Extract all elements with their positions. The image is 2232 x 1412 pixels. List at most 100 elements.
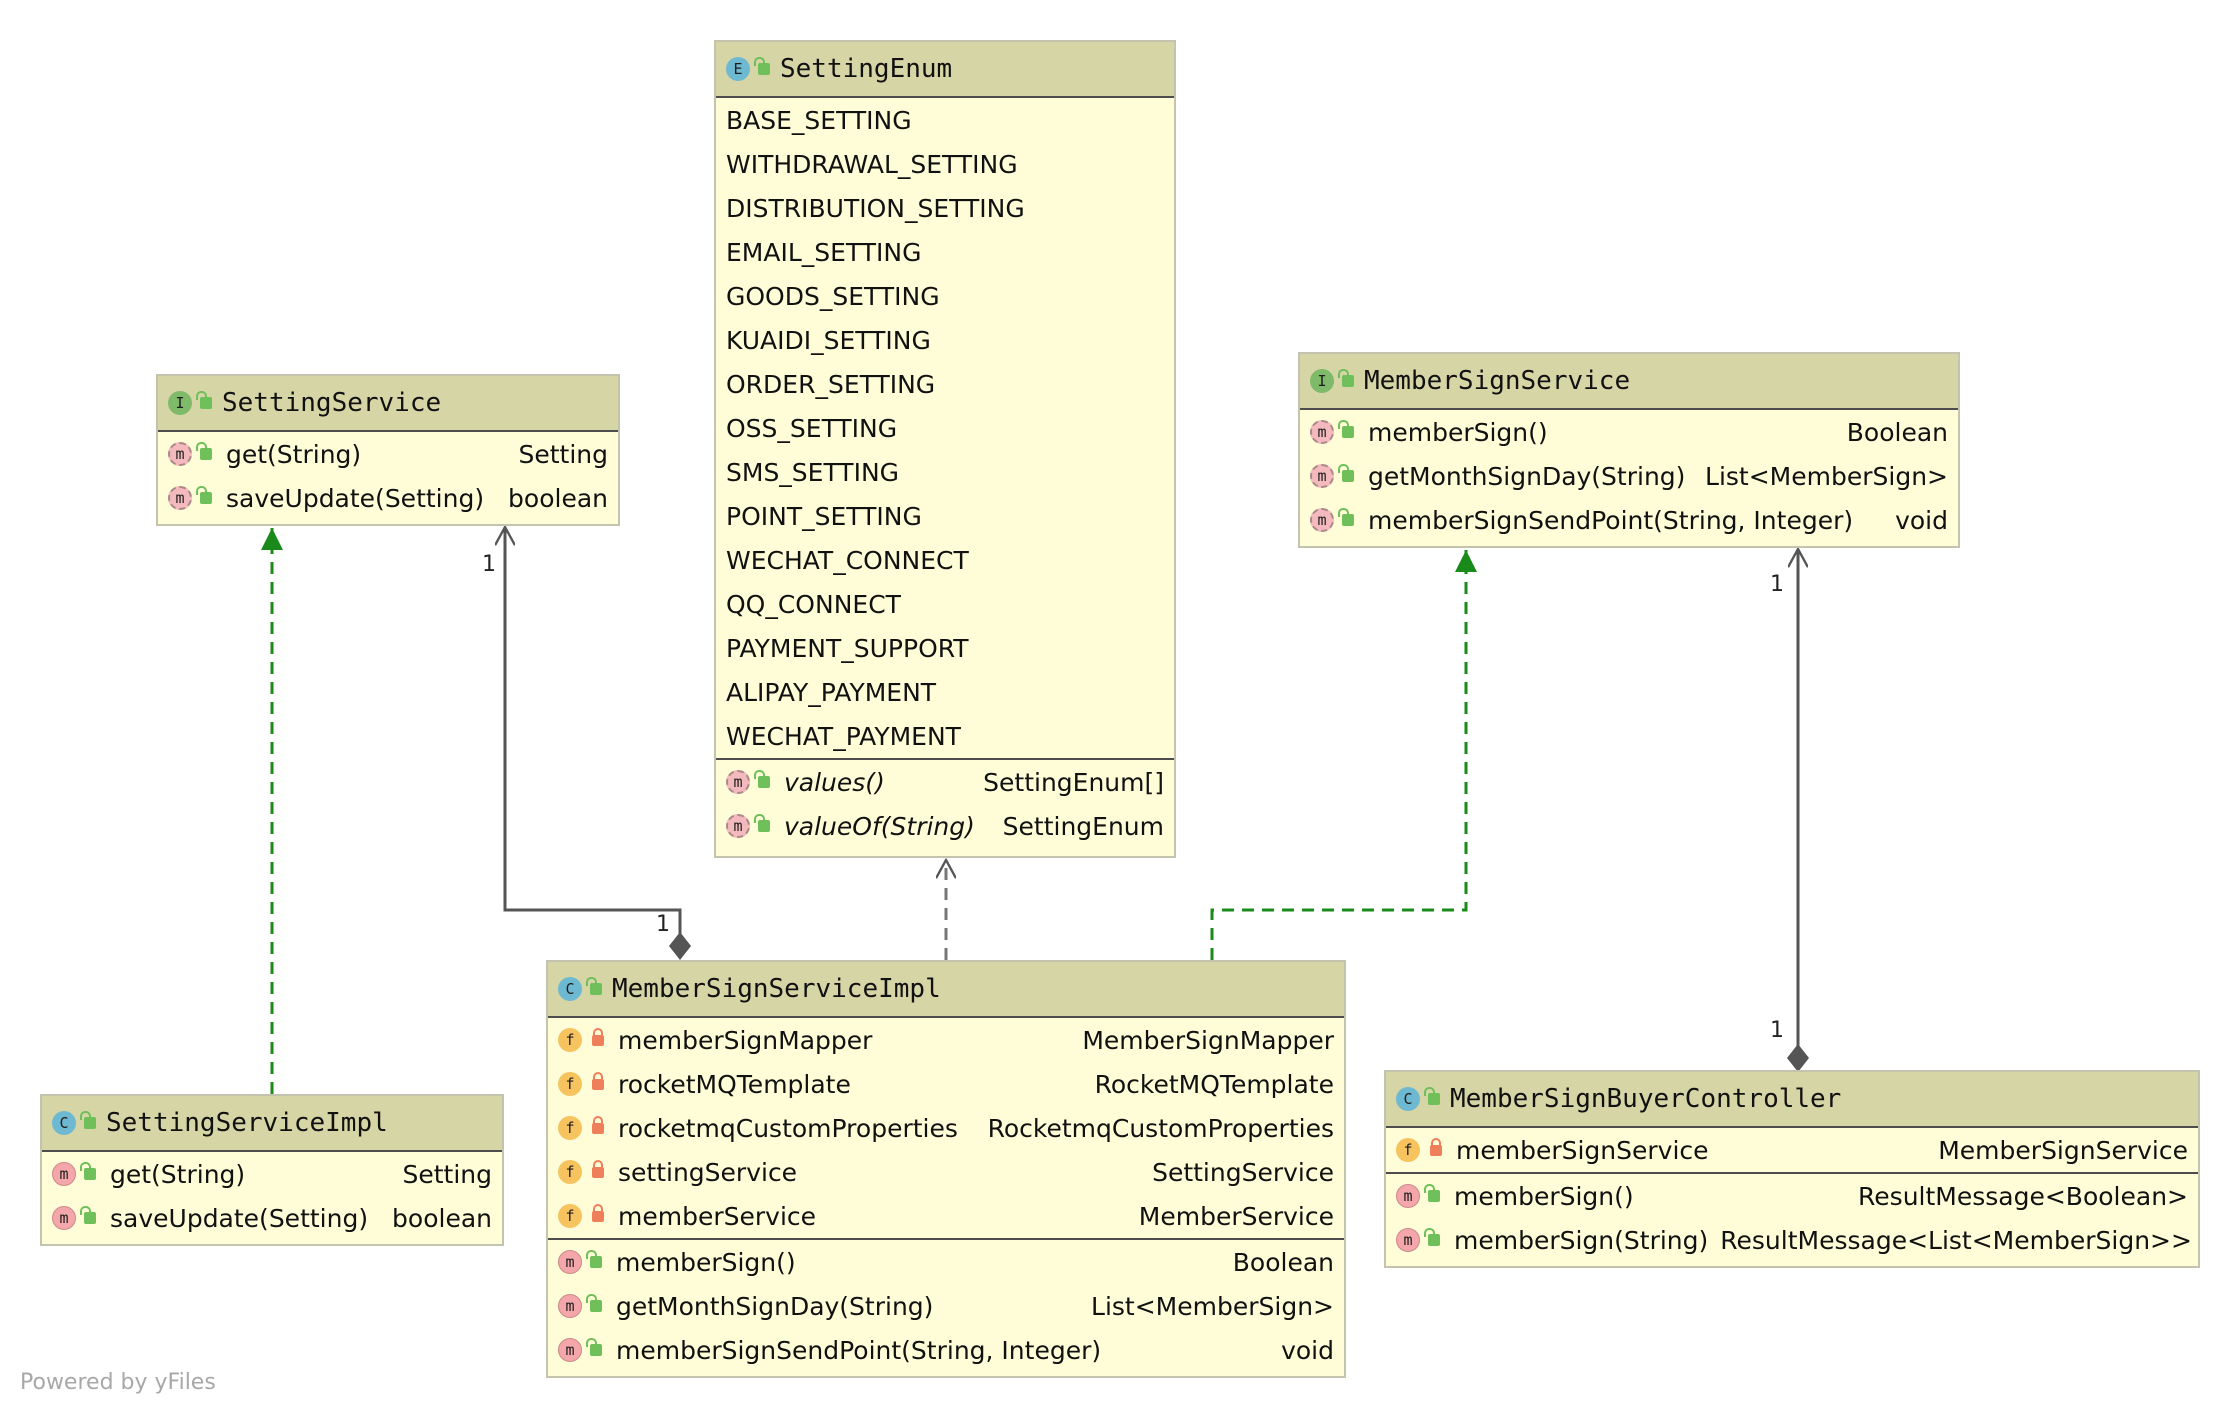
member-type: SettingService [1152, 1157, 1334, 1187]
node-header: C MemberSignServiceImpl [548, 962, 1344, 1018]
method-icon: m [1396, 1228, 1420, 1252]
node-title: SettingService [222, 388, 442, 418]
member-name: memberSignMapper [618, 1025, 873, 1055]
enum-constant[interactable]: BASE_SETTING [726, 105, 912, 135]
enum-constant[interactable]: QQ_CONNECT [726, 589, 901, 619]
field-icon: f [558, 1072, 582, 1096]
private-visibility-icon [592, 1115, 604, 1134]
enum-constant[interactable]: ALIPAY_PAYMENT [726, 677, 937, 707]
member-name: getMonthSignDay(String) [1368, 461, 1686, 491]
public-visibility-icon [196, 486, 212, 504]
enum-constant[interactable]: GOODS_SETTING [726, 281, 940, 311]
private-visibility-icon [1430, 1137, 1442, 1156]
method-icon: m [1310, 420, 1334, 444]
member-type: RocketMQTemplate [1094, 1069, 1334, 1099]
enum-constant[interactable]: SMS_SETTING [726, 457, 900, 487]
enum-constant[interactable]: KUAIDI_SETTING [726, 325, 931, 355]
member-name: memberSignSendPoint(String, Integer) [616, 1335, 1102, 1365]
method-icon: m [726, 814, 750, 838]
composition-diamond-controller [1787, 1044, 1809, 1072]
enum-constant[interactable]: DISTRIBUTION_SETTING [726, 193, 1025, 223]
member-name: getMonthSignDay(String) [616, 1291, 934, 1321]
method-icon: m [1310, 464, 1334, 488]
public-visibility-icon [1338, 508, 1354, 526]
public-visibility-icon [80, 1162, 96, 1180]
node-title: MemberSignService [1364, 366, 1631, 396]
public-visibility-icon [1338, 464, 1354, 482]
enum-constant[interactable]: ORDER_SETTING [726, 369, 936, 399]
public-visibility-icon [586, 1250, 602, 1268]
public-visibility-icon [754, 770, 770, 788]
public-visibility-icon [1424, 1087, 1440, 1105]
multiplicity-label: 1 [656, 912, 670, 937]
public-visibility-icon [80, 1206, 96, 1224]
private-visibility-icon [592, 1071, 604, 1090]
private-visibility-icon [592, 1203, 604, 1222]
method-icon: m [52, 1206, 76, 1230]
member-name: rocketmqCustomProperties [618, 1113, 958, 1143]
enum-constant[interactable]: WECHAT_CONNECT [726, 545, 969, 575]
private-visibility-icon [592, 1159, 604, 1178]
member-type: MemberService [1138, 1201, 1334, 1231]
member-name: settingService [618, 1157, 798, 1187]
enum-constant[interactable]: WITHDRAWAL_SETTING [726, 149, 1018, 179]
method-icon: m [1396, 1184, 1420, 1208]
multiplicity-label: 1 [482, 552, 496, 577]
node-header: I MemberSignService [1300, 354, 1958, 410]
public-visibility-icon [1424, 1228, 1440, 1246]
node-title: SettingServiceImpl [106, 1108, 388, 1138]
enum-constant[interactable]: POINT_SETTING [726, 501, 922, 531]
enum-constant[interactable]: WECHAT_PAYMENT [726, 721, 961, 751]
member-type: ResultMessage<List<MemberSign>> [1720, 1225, 2192, 1255]
public-visibility-icon [586, 1338, 602, 1356]
field-row[interactable]: f rocketmqCustomProperties RocketmqCustomP… [548, 1106, 1344, 1150]
enum-constant[interactable]: PAYMENT_SUPPORT [726, 633, 969, 663]
public-visibility-icon [80, 1111, 96, 1129]
member-name: saveUpdate(Setting) [110, 1203, 369, 1233]
field-icon: f [558, 1116, 582, 1140]
member-type: void [1281, 1335, 1334, 1365]
class-node-member-sign-service-impl[interactable]: C MemberSignServiceImpl f memberSignMappe… [546, 960, 1346, 1378]
member-name: memberSign() [616, 1247, 796, 1277]
enum-constant[interactable]: OSS_SETTING [726, 413, 898, 443]
member-name: saveUpdate(Setting) [226, 483, 485, 513]
member-type: MemberSignMapper [1082, 1025, 1334, 1055]
interface-icon: I [1310, 369, 1334, 393]
member-type: RocketmqCustomProperties [987, 1113, 1334, 1143]
node-title: MemberSignServiceImpl [612, 974, 941, 1004]
enum-constant[interactable]: EMAIL_SETTING [726, 237, 922, 267]
member-type: boolean [508, 483, 608, 513]
method-icon: m [1310, 508, 1334, 532]
class-icon: C [558, 977, 582, 1001]
